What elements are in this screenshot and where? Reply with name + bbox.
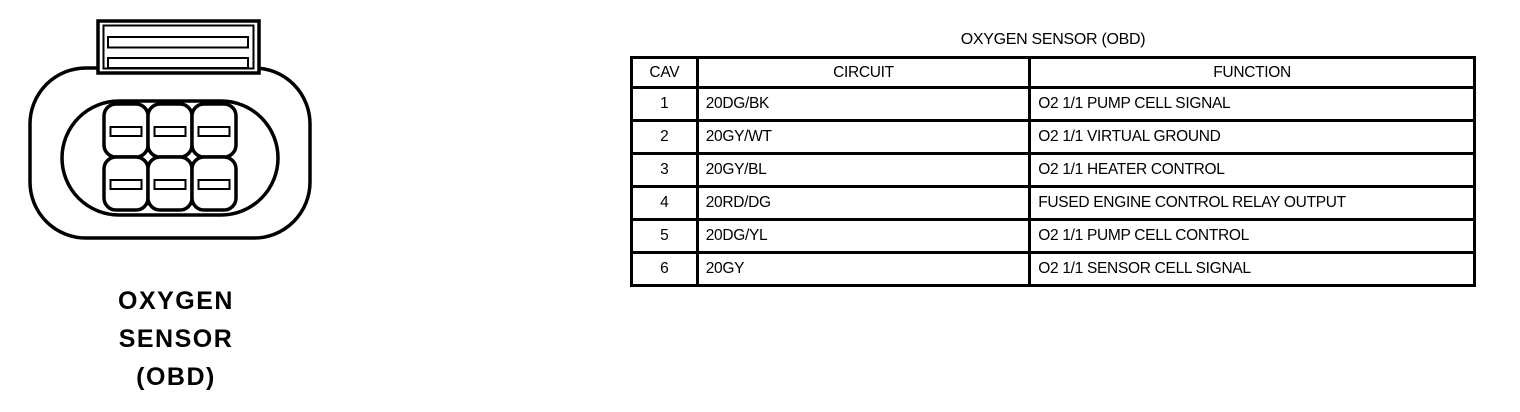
circuit-value: 20GY/BL bbox=[695, 152, 1032, 188]
circuit-value: 20DG/BK bbox=[695, 86, 1032, 122]
connector-terminal-slots bbox=[109, 126, 231, 190]
table-header-row: CAV CIRCUIT FUNCTION bbox=[630, 56, 1476, 89]
cav-value: 3 bbox=[630, 152, 699, 188]
connector-label: OXYGEN SENSOR (OBD) bbox=[78, 282, 274, 396]
circuit-value: 20GY bbox=[695, 251, 1032, 287]
cav-value: 4 bbox=[630, 185, 699, 221]
header-function: FUNCTION bbox=[1028, 56, 1476, 89]
table-row: 2 20GY/WT O2 1/1 VIRTUAL GROUND bbox=[630, 119, 1476, 155]
connector-label-line1: OXYGEN bbox=[118, 287, 234, 315]
function-value: O2 1/1 SENSOR CELL SIGNAL bbox=[1028, 251, 1476, 287]
function-value: O2 1/1 VIRTUAL GROUND bbox=[1028, 119, 1476, 155]
pinout-table: CAV CIRCUIT FUNCTION 1 20DG/BK O2 1/1 PU… bbox=[630, 56, 1476, 287]
connector-label-line2: SENSOR bbox=[118, 325, 234, 353]
function-value: O2 1/1 HEATER CONTROL bbox=[1028, 152, 1476, 188]
table-row: 1 20DG/BK O2 1/1 PUMP CELL SIGNAL bbox=[630, 86, 1476, 122]
circuit-value: 20DG/YL bbox=[695, 218, 1032, 254]
function-value: O2 1/1 PUMP CELL SIGNAL bbox=[1028, 86, 1476, 122]
table-title: OXYGEN SENSOR (OBD) bbox=[960, 31, 1146, 48]
header-cav: CAV bbox=[630, 56, 699, 89]
table-row: 6 20GY O2 1/1 SENSOR CELL SIGNAL bbox=[630, 251, 1476, 287]
cav-value: 1 bbox=[630, 86, 699, 122]
circuit-value: 20GY/WT bbox=[695, 119, 1032, 155]
table-row: 4 20RD/DG FUSED ENGINE CONTROL RELAY OUT… bbox=[630, 185, 1476, 221]
circuit-value: 20RD/DG bbox=[695, 185, 1032, 221]
connector-latch-tab bbox=[96, 19, 261, 75]
header-circuit: CIRCUIT bbox=[695, 56, 1032, 89]
function-value: O2 1/1 PUMP CELL CONTROL bbox=[1028, 218, 1476, 254]
cav-value: 6 bbox=[630, 251, 699, 287]
cav-value: 5 bbox=[630, 218, 699, 254]
table-row: 3 20GY/BL O2 1/1 HEATER CONTROL bbox=[630, 152, 1476, 188]
connector-diagram bbox=[28, 19, 312, 240]
function-value: FUSED ENGINE CONTROL RELAY OUTPUT bbox=[1028, 185, 1476, 221]
table-row: 5 20DG/YL O2 1/1 PUMP CELL CONTROL bbox=[630, 218, 1476, 254]
cav-value: 2 bbox=[630, 119, 699, 155]
connector-cavities bbox=[102, 102, 238, 212]
connector-label-line3: (OBD) bbox=[136, 363, 216, 391]
